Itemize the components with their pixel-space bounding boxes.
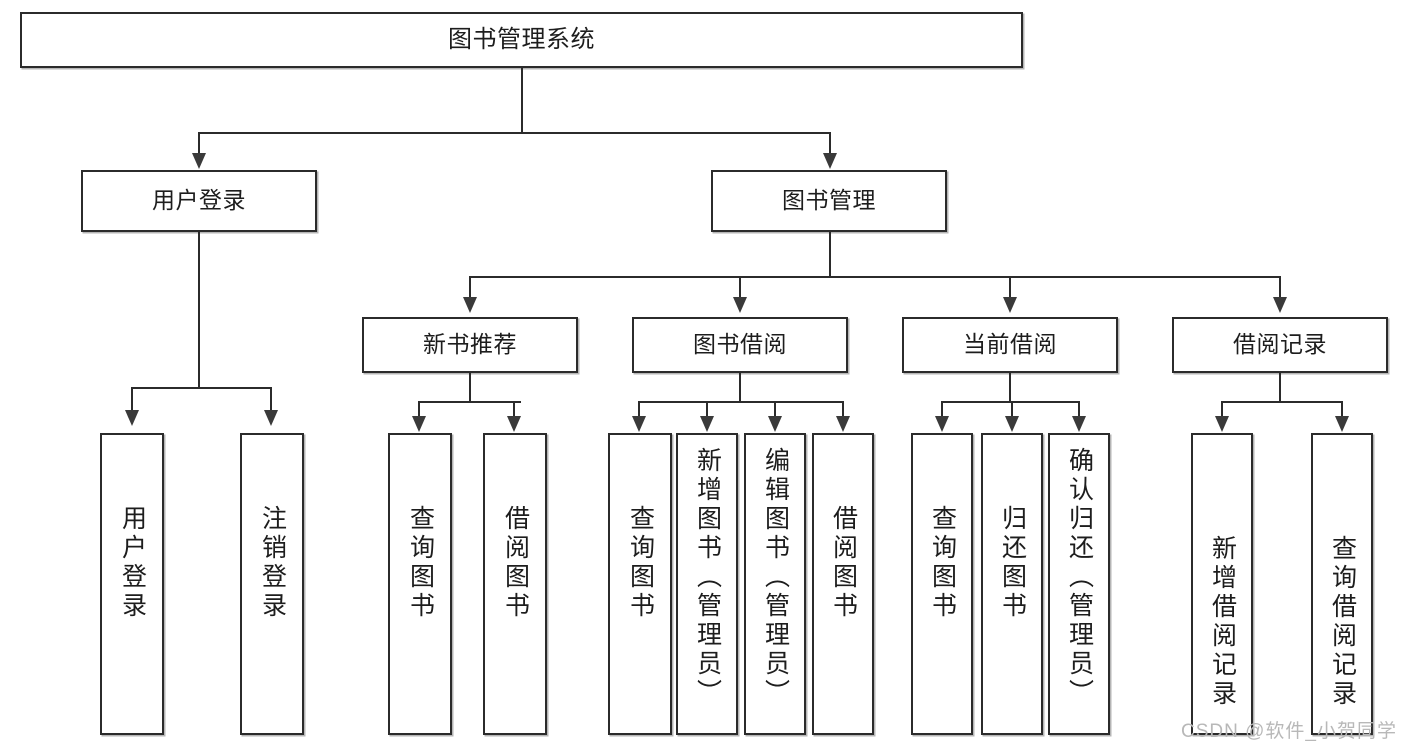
connector-to-borrow-record xyxy=(1279,276,1281,300)
node-book-management[interactable]: 图书管理 xyxy=(711,170,947,232)
node-label: 查询图书 xyxy=(626,505,655,621)
arrowhead-to-leaf-query-book-b xyxy=(632,416,646,432)
leaf-borrow-book-b[interactable]: 借阅图书 xyxy=(812,433,874,735)
arrowhead-to-leaf-user-login xyxy=(125,410,139,426)
watermark-text: CSDN @软件_小贺同学 xyxy=(1181,721,1397,742)
connector-root-bus xyxy=(198,132,831,134)
connector-borrow-record-stem xyxy=(1279,373,1281,402)
arrowhead-to-leaf-confirm-return xyxy=(1072,416,1086,432)
leaf-add-borrow-record[interactable]: 新增借阅记录 xyxy=(1191,433,1253,735)
connector-book-mgmt-stem xyxy=(829,232,831,277)
node-label: 用户登录 xyxy=(118,505,147,621)
node-borrow-record[interactable]: 借阅记录 xyxy=(1172,317,1388,373)
node-new-book-recommendation[interactable]: 新书推荐 xyxy=(362,317,578,373)
connector-to-leaf-logout xyxy=(270,387,272,413)
leaf-query-book-b[interactable]: 查询图书 xyxy=(608,433,672,735)
connector-to-leaf-add-record xyxy=(1221,401,1223,419)
node-label: 当前借阅 xyxy=(963,331,1057,358)
connector-to-leaf-borrow-book-a xyxy=(513,401,515,419)
node-label: 新书推荐 xyxy=(423,331,517,358)
leaf-edit-book-admin[interactable]: 编辑图书（管理员） xyxy=(744,433,806,735)
node-label: 图书借阅 xyxy=(693,331,787,358)
node-root-book-management-system[interactable]: 图书管理系统 xyxy=(20,12,1023,68)
connector-book-borrow-bus xyxy=(638,401,843,403)
arrowhead-to-leaf-query-record xyxy=(1335,416,1349,432)
connector-root-to-book-mgmt xyxy=(829,132,831,157)
arrowhead-to-book-borrow xyxy=(733,297,747,313)
node-label: 注销登录 xyxy=(258,505,287,621)
arrowhead-to-new-book-rec xyxy=(463,297,477,313)
connector-to-leaf-user-login xyxy=(131,387,133,413)
arrowhead-to-user-login xyxy=(192,153,206,169)
node-label: 查询图书 xyxy=(928,505,957,621)
node-label: 查询借阅记录 xyxy=(1328,535,1357,709)
connector-book-mgmt-bus xyxy=(469,276,1281,278)
connector-new-book-rec-stem xyxy=(469,373,471,402)
leaf-query-book-c[interactable]: 查询图书 xyxy=(911,433,973,735)
connector-book-borrow-stem xyxy=(739,373,741,402)
connector-to-current-borrow xyxy=(1009,276,1011,300)
connector-to-leaf-add-book xyxy=(706,401,708,419)
node-label: 借阅记录 xyxy=(1233,331,1327,358)
connector-new-book-rec-bus xyxy=(418,401,521,403)
arrowhead-to-leaf-add-book xyxy=(700,416,714,432)
connector-to-leaf-edit-book xyxy=(774,401,776,419)
node-label: 归还图书 xyxy=(998,505,1027,621)
leaf-borrow-book-a[interactable]: 借阅图书 xyxy=(483,433,547,735)
leaf-confirm-return-admin[interactable]: 确认归还（管理员） xyxy=(1048,433,1110,735)
node-label: 编辑图书（管理员） xyxy=(761,447,790,708)
connector-root-to-user-login xyxy=(198,132,200,157)
arrowhead-to-leaf-add-record xyxy=(1215,416,1229,432)
arrowhead-to-leaf-query-book-c xyxy=(935,416,949,432)
connector-to-book-borrow xyxy=(739,276,741,300)
connector-to-new-book-rec xyxy=(469,276,471,300)
node-label: 新增借阅记录 xyxy=(1208,535,1237,709)
node-label: 图书管理 xyxy=(782,187,876,214)
node-label: 图书管理系统 xyxy=(448,25,595,53)
connector-to-leaf-return-book xyxy=(1011,401,1013,419)
node-label: 借阅图书 xyxy=(501,505,530,621)
leaf-query-book-a[interactable]: 查询图书 xyxy=(388,433,452,735)
leaf-logout[interactable]: 注销登录 xyxy=(240,433,304,735)
node-label: 用户登录 xyxy=(152,187,246,214)
arrowhead-to-leaf-borrow-book-b xyxy=(836,416,850,432)
leaf-query-borrow-record[interactable]: 查询借阅记录 xyxy=(1311,433,1373,735)
connector-borrow-record-bus xyxy=(1221,401,1341,403)
node-current-borrow[interactable]: 当前借阅 xyxy=(902,317,1118,373)
leaf-add-book-admin[interactable]: 新增图书（管理员） xyxy=(676,433,738,735)
connector-to-leaf-query-book-b xyxy=(638,401,640,419)
connector-to-leaf-query-book-a xyxy=(418,401,420,419)
node-label: 借阅图书 xyxy=(829,505,858,621)
node-label: 确认归还（管理员） xyxy=(1065,447,1094,708)
arrowhead-to-borrow-record xyxy=(1273,297,1287,313)
arrowhead-to-leaf-query-book-a xyxy=(412,416,426,432)
node-user-login[interactable]: 用户登录 xyxy=(81,170,317,232)
node-label: 新增图书（管理员） xyxy=(693,447,722,708)
connector-user-login-bus xyxy=(131,387,270,389)
connector-current-borrow-stem xyxy=(1009,373,1011,402)
node-label: 查询图书 xyxy=(406,505,435,621)
connector-to-leaf-confirm-return xyxy=(1078,401,1080,419)
node-book-borrow[interactable]: 图书借阅 xyxy=(632,317,848,373)
connector-current-borrow-bus xyxy=(941,401,1078,403)
connector-user-login-stem xyxy=(198,232,200,388)
arrowhead-to-book-mgmt xyxy=(823,153,837,169)
leaf-return-book[interactable]: 归还图书 xyxy=(981,433,1043,735)
arrowhead-to-leaf-edit-book xyxy=(768,416,782,432)
arrowhead-to-leaf-borrow-book-a xyxy=(507,416,521,432)
connector-to-leaf-borrow-book-b xyxy=(842,401,844,419)
connector-to-leaf-query-record xyxy=(1341,401,1343,419)
arrowhead-to-leaf-return-book xyxy=(1005,416,1019,432)
leaf-user-login[interactable]: 用户登录 xyxy=(100,433,164,735)
arrowhead-to-leaf-logout xyxy=(264,410,278,426)
arrowhead-to-current-borrow xyxy=(1003,297,1017,313)
connector-to-leaf-query-book-c xyxy=(941,401,943,419)
connector-root-stem xyxy=(521,68,523,133)
